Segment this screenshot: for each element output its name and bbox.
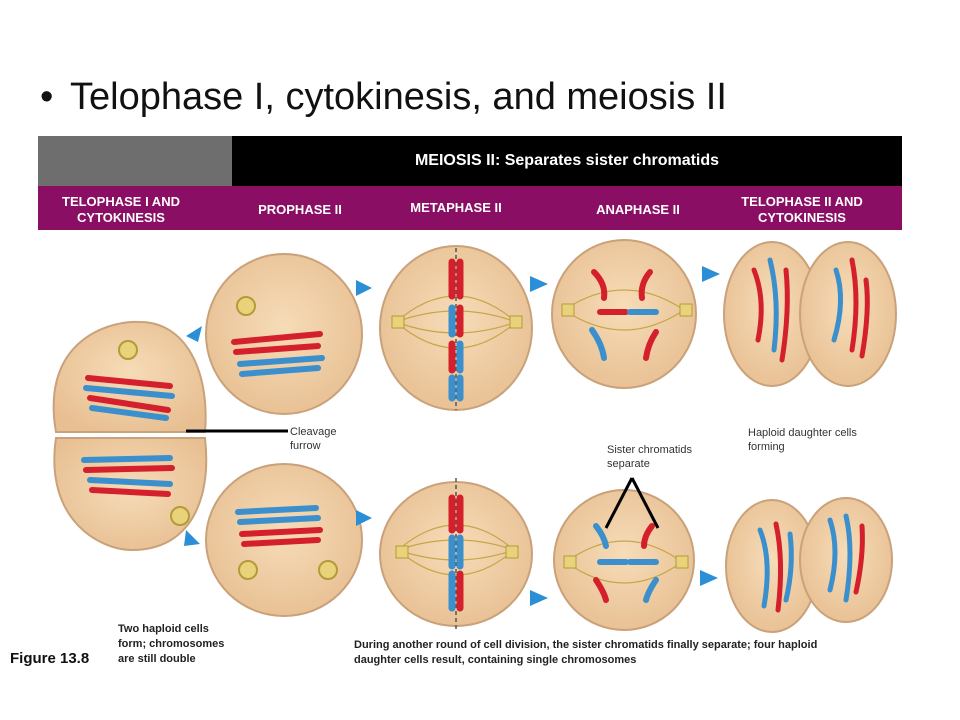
arrow-icon <box>356 280 372 296</box>
caption-text: During another round of cell division, t… <box>354 639 818 666</box>
phase-anaphase2: ANAPHASE II <box>596 202 680 217</box>
header-blank-cell <box>38 136 232 186</box>
slide-title: • Telophase I, cytokinesis, and meiosis I… <box>40 76 727 119</box>
label-sister-chromatids: Sister chromatids separate <box>607 444 692 470</box>
meiosis2-header: MEIOSIS II: Separates sister chromatids <box>232 136 902 186</box>
arrow-icon <box>702 266 720 282</box>
arrow-icon <box>700 570 718 586</box>
figure-label: Figure 13.8 <box>10 650 90 667</box>
label-two-haploid: Two haploid cells form; chromosomes are … <box>118 623 225 665</box>
phase-metaphase2: METAPHASE II <box>410 200 502 215</box>
prophase2-cell-top <box>205 253 363 415</box>
telophase2-cells-top <box>723 241 897 387</box>
label-haploid-forming: Haploid daughter cells forming <box>748 427 857 453</box>
telophase1-cell-top <box>52 320 207 433</box>
centrosome-icon <box>561 303 575 317</box>
centrosome-icon <box>318 560 338 580</box>
arrow-icon <box>186 326 202 342</box>
centrosome-icon <box>505 545 519 559</box>
centrosome-icon <box>391 315 405 329</box>
sister-chromatids-pointer <box>604 477 660 529</box>
arrow-icon <box>530 590 548 606</box>
centrosome-icon <box>395 545 409 559</box>
centrosome-icon <box>675 555 689 569</box>
arrow-icon <box>184 530 200 546</box>
telophase2-cells-bottom <box>725 497 893 633</box>
centrosome-icon <box>118 340 138 360</box>
phase-prophase2: PROPHASE II <box>258 202 342 217</box>
centrosome-icon <box>509 315 523 329</box>
slide-title-text: Telophase I, cytokinesis, and meiosis II <box>70 76 727 118</box>
metaphase2-cell-top <box>379 245 533 411</box>
centrosome-icon <box>170 506 190 526</box>
telophase1-chromosomes <box>81 375 175 497</box>
centrosome-icon <box>563 555 577 569</box>
label-cleavage-furrow: Cleavage furrow <box>290 426 337 452</box>
metaphase2-cell-bottom <box>379 478 533 630</box>
phase-telophase1: TELOPHASE I AND CYTOKINESIS <box>62 194 180 225</box>
arrow-icon <box>356 510 372 526</box>
centrosome-icon <box>679 303 693 317</box>
phase-header-bar <box>38 186 902 230</box>
phase-telophase2: TELOPHASE II AND CYTOKINESIS <box>741 194 863 225</box>
prophase2-cell-bottom <box>205 463 363 617</box>
anaphase2-cell-bottom <box>553 489 695 631</box>
arrow-icon <box>530 276 548 292</box>
centrosome-icon <box>236 296 256 316</box>
bullet-icon: • <box>40 76 54 118</box>
progression-arrows <box>184 266 720 606</box>
centrosome-icon <box>238 560 258 580</box>
anaphase2-cell-top <box>551 239 697 389</box>
